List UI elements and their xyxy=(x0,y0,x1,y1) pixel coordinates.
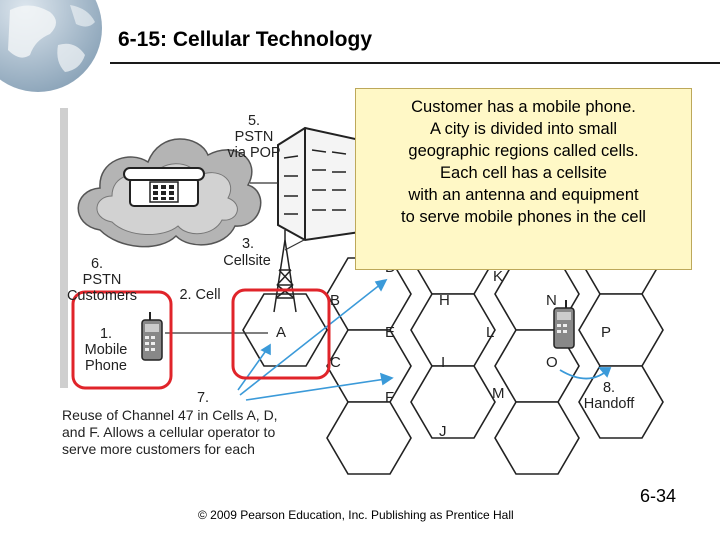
reuse-line-1: Reuse of Channel 47 in Cells A, D, xyxy=(62,407,278,423)
handoff-label: Handoff xyxy=(584,396,635,412)
cell-label-a: A xyxy=(276,324,286,341)
cellsite-label: Cellsite xyxy=(223,253,271,269)
cell-label-i: I xyxy=(441,354,445,371)
cell-label-c: C xyxy=(330,354,341,371)
cell-label-j: J xyxy=(439,423,447,440)
building-tower-line xyxy=(285,240,304,250)
callout-line: with an antenna and equipment xyxy=(356,184,691,206)
explanation-callout: Customer has a mobile phone. A city is d… xyxy=(355,88,692,270)
mobile-phone-icon xyxy=(142,312,162,360)
reuse-line-3: serve more customers for each xyxy=(62,441,255,457)
page-number: 6-34 xyxy=(640,486,676,507)
mobile-phone-num: 1. xyxy=(100,326,112,342)
cell-label-f: F xyxy=(385,389,394,406)
cell-label-l: L xyxy=(486,324,494,341)
pstn-customers-label: Customers xyxy=(67,288,137,304)
cell-label-e: E xyxy=(385,324,395,341)
pstn-pop-num: 5. xyxy=(248,113,260,129)
cell-label-o: O xyxy=(546,354,558,371)
mobile-phone-label-2: Phone xyxy=(85,358,127,374)
cell-label-h: H xyxy=(439,292,450,309)
callout-line: Each cell has a cellsite xyxy=(356,162,691,184)
cellsite-num: 3. xyxy=(242,236,254,252)
reuse-line-2: and F. Allows a cellular operator to xyxy=(62,424,275,440)
cell-label-k: K xyxy=(493,268,503,285)
pstn-customers-num: 6. xyxy=(91,256,103,272)
callout-line: A city is divided into small xyxy=(356,118,691,140)
handoff-num: 8. xyxy=(603,380,615,396)
cell-caption: 2. Cell xyxy=(179,287,220,303)
pop-building-icon xyxy=(278,128,360,240)
pstn-pop-label: PSTN xyxy=(235,129,274,145)
cell-label-p: P xyxy=(601,324,611,341)
diagram-edge xyxy=(60,108,68,388)
copyright-footer: © 2009 Pearson Education, Inc. Publishin… xyxy=(198,508,514,522)
telephone-icon xyxy=(124,168,204,206)
mobile-phone-label: Mobile xyxy=(85,342,128,358)
reuse-num: 7. xyxy=(197,390,209,406)
cell-label-b: B xyxy=(330,292,340,309)
callout-line: to serve mobile phones in the cell xyxy=(356,206,691,228)
callout-line: geographic regions called cells. xyxy=(356,140,691,162)
callout-line: Customer has a mobile phone. xyxy=(356,96,691,118)
cell-label-m: M xyxy=(492,385,505,402)
cell-label-n: N xyxy=(546,292,557,309)
pstn-customers-pstn: PSTN xyxy=(83,272,122,288)
pstn-pop-via: via POP xyxy=(227,145,280,161)
